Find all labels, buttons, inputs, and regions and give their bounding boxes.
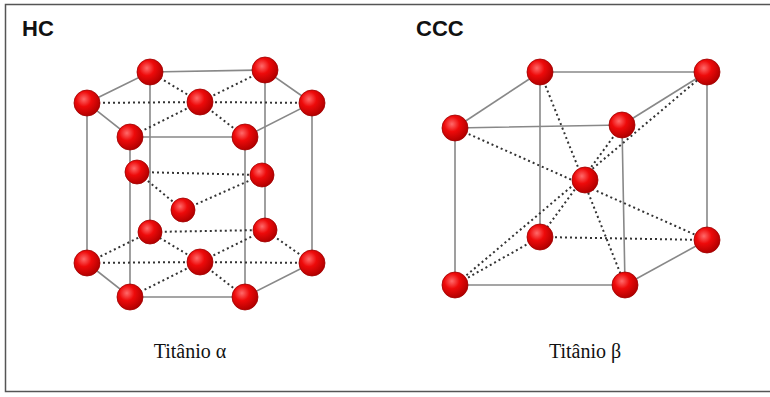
ccc-atoms [442, 59, 720, 298]
frame [6, 5, 770, 392]
hc-lattice [87, 70, 312, 297]
phase-caption: Titânio β [549, 340, 621, 363]
structure-label: HC [22, 16, 54, 42]
phase-caption: Titânio α [154, 340, 227, 363]
hc-dotted [87, 70, 312, 297]
hc-atoms [74, 57, 325, 310]
ccc-dotted [455, 72, 707, 285]
ccc-lattice [455, 72, 707, 285]
structure-label: CCC [416, 16, 464, 42]
